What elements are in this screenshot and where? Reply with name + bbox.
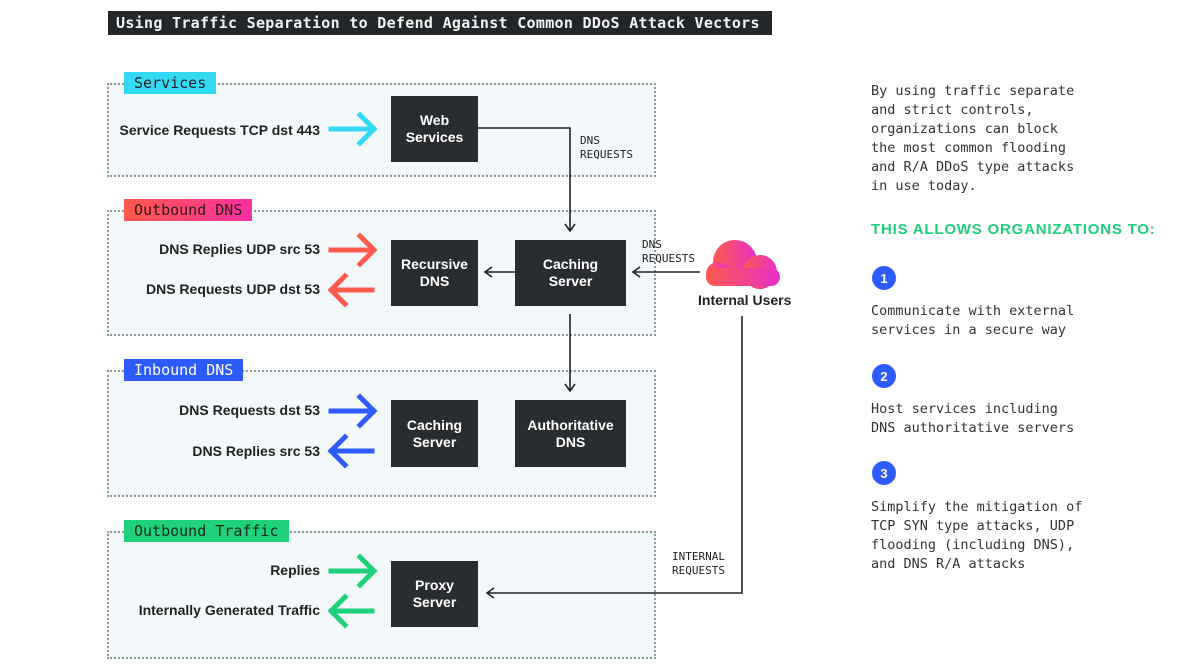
- dns-requests-dst-label: DNS Requests dst 53: [179, 402, 320, 418]
- services-zone: [107, 83, 656, 177]
- service-requests-label: Service Requests TCP dst 443: [119, 122, 320, 138]
- step-3-text: Simplify the mitigation of TCP SYN type …: [871, 499, 1083, 572]
- cloud-icon: [706, 240, 780, 289]
- step-3-badge: 3: [872, 461, 896, 485]
- step-1-text: Communicate with external services in a …: [871, 303, 1075, 338]
- dns-replies-udp-label: DNS Replies UDP src 53: [159, 241, 320, 257]
- dns-requests-udp-arrow: [327, 272, 375, 308]
- sidebar-heading: THIS ALLOWS ORGANIZATIONS TO:: [871, 221, 1156, 238]
- dns-requests-dst-arrow: [328, 393, 378, 429]
- service-requests-arrow: [328, 111, 378, 147]
- dns-replies-src-arrow: [327, 433, 375, 469]
- step-2-text: Host services including DNS authoritativ…: [871, 401, 1075, 436]
- sidebar-intro: By using traffic separate and strict con…: [871, 83, 1075, 194]
- dns-requests-label-2: DNS REQUESTS: [642, 238, 695, 265]
- web-to-caching-connector: [478, 127, 571, 230]
- dns-requests-label-1: DNS REQUESTS: [580, 134, 633, 161]
- services-zone-label: Services: [124, 72, 217, 94]
- dns-replies-src-label: DNS Replies src 53: [192, 443, 320, 459]
- internally-generated-traffic-label: Internally Generated Traffic: [138, 602, 320, 618]
- outbound-dns-zone-label: Outbound DNS: [124, 199, 253, 221]
- dns-replies-udp-arrow: [328, 232, 378, 268]
- dns-requests-udp-label: DNS Requests UDP dst 53: [145, 281, 320, 297]
- internal-requests-label: INTERNAL REQUESTS: [672, 550, 725, 577]
- outbound-traffic-zone: [107, 531, 656, 659]
- replies-arrow: [328, 553, 378, 589]
- internally-generated-traffic-arrow: [327, 593, 375, 629]
- internal-users-label: Internal Users: [698, 292, 792, 308]
- users-to-proxy-connector: [488, 316, 743, 594]
- inbound-dns-zone-label: Inbound DNS: [124, 359, 244, 381]
- outbound-traffic-zone-label: Outbound Traffic: [124, 520, 289, 542]
- page-title: Using Traffic Separation to Defend Again…: [108, 11, 772, 35]
- replies-label: Replies: [270, 562, 320, 578]
- step-1-badge: 1: [872, 266, 896, 290]
- step-2-badge: 2: [872, 364, 896, 388]
